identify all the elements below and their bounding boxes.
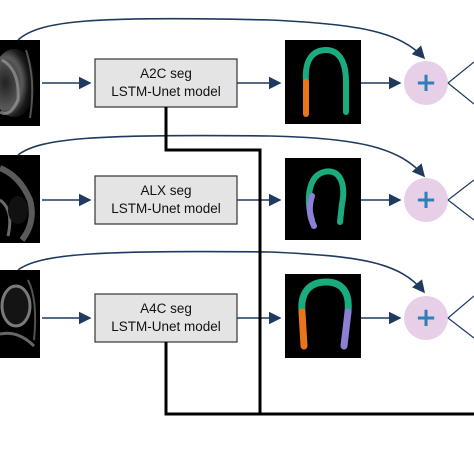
- echo-image-a2c: [0, 40, 40, 126]
- row-alx: +: [0, 134, 474, 243]
- skip-arc-alx: [17, 134, 426, 178]
- model-box-a2c: [94, 58, 238, 108]
- skip-arc-a2c: [17, 17, 426, 60]
- model-name-alx: ALX seg: [140, 183, 192, 198]
- echo-image-a4c: [0, 270, 40, 358]
- segmentation-mask-a4c: [285, 274, 361, 358]
- combine-node-a2c: +: [404, 61, 448, 105]
- skip-arc-a4c: [17, 250, 426, 294]
- row-a2c: +: [0, 17, 474, 126]
- model-name-a2c: A2C seg: [140, 66, 192, 81]
- plus-icon: +: [415, 185, 437, 215]
- combine-node-alx: +: [404, 178, 448, 222]
- model-box-alx: [94, 175, 238, 225]
- feature-bus: [164, 107, 474, 416]
- model-box-a4c: [94, 293, 238, 343]
- echo-image-alx: [0, 155, 40, 243]
- model-type-a4c: LSTM-Unet model: [111, 319, 221, 334]
- row-a4c: +: [0, 250, 474, 358]
- model-name-a4c: A4C seg: [140, 301, 192, 316]
- plus-icon: +: [415, 68, 437, 98]
- model-label-alx: ALX seg LSTM-Unet model: [95, 176, 237, 224]
- model-label-a4c: A4C seg LSTM-Unet model: [95, 294, 237, 342]
- model-type-a2c: LSTM-Unet model: [111, 84, 221, 99]
- model-type-alx: LSTM-Unet model: [111, 201, 221, 216]
- combine-node-a4c: +: [404, 296, 448, 340]
- segmentation-mask-a2c: [285, 40, 361, 124]
- plus-icon: +: [415, 303, 437, 333]
- model-label-a2c: A2C seg LSTM-Unet model: [95, 59, 237, 107]
- segmentation-mask-alx: [285, 158, 361, 240]
